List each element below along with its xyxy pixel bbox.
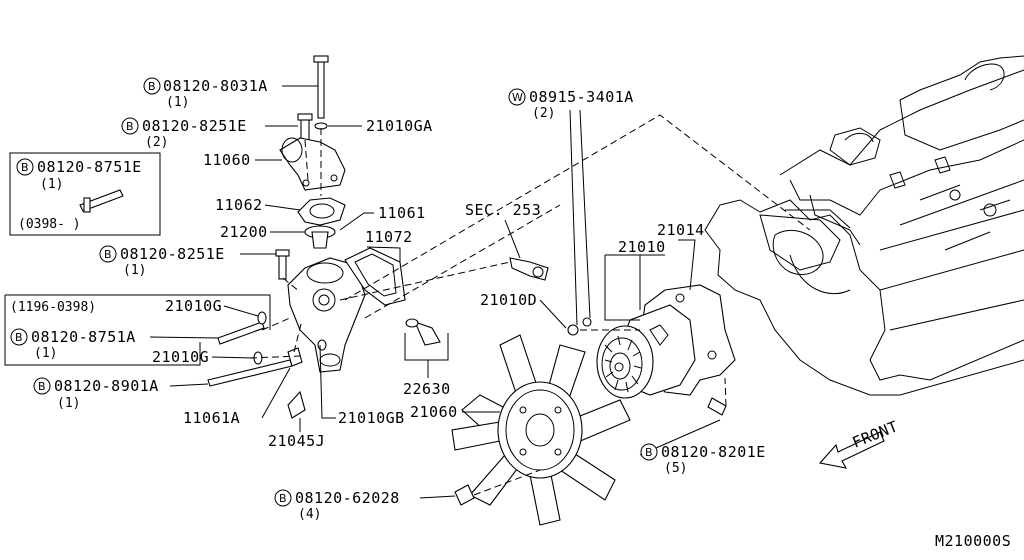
- bolt-symbol-icon: [640, 443, 658, 461]
- qty-08120-8901a: (1): [57, 396, 80, 411]
- bolt-symbol-letter: B: [38, 380, 46, 393]
- qty-08120-8031a: (1): [166, 95, 189, 110]
- label-box1-08120-8751e: 08120-8751E: [37, 158, 142, 176]
- bolt-symbol-icon: [10, 328, 28, 346]
- date-box2: (1196-0398): [10, 300, 96, 315]
- qty-08120-8251e-top: (2): [145, 135, 168, 150]
- engine-block: [704, 55, 1024, 396]
- sensor-parts: [405, 257, 727, 506]
- bolt-symbol-icon: [99, 245, 117, 263]
- bolt-symbol-icon: [33, 377, 51, 395]
- label-11062: 11062: [215, 196, 263, 214]
- label-21060: 21060: [410, 403, 458, 421]
- label-21010g-lower: 21010G: [152, 348, 209, 366]
- qty-08120-8201e: (5): [664, 461, 687, 476]
- label-08120-8251e-mid: 08120-8251E: [120, 245, 225, 263]
- variant-box-2: [4, 294, 271, 366]
- label-21010: 21010: [618, 238, 666, 256]
- label-22630: 22630: [403, 380, 451, 398]
- diagram-code: M210000S: [935, 532, 1011, 550]
- leader-lines: [149, 85, 721, 499]
- label-21010g-upper: 21010G: [165, 297, 222, 315]
- variant-box-1: [9, 152, 161, 236]
- label-08120-62028: 08120-62028: [295, 489, 400, 507]
- label-11060: 11060: [203, 151, 251, 169]
- washer-symbol-icon: [508, 88, 526, 106]
- thermostat-housing-parts: [79, 55, 406, 419]
- qty-08120-62028: (4): [298, 507, 321, 522]
- water-pump: [596, 284, 736, 399]
- label-08120-8251e-top: 08120-8251E: [142, 117, 247, 135]
- prefix-symbols: B B B B B B B W B: [10, 77, 658, 507]
- bolt-symbol-letter: B: [645, 446, 653, 459]
- qty-box1: (1): [40, 177, 63, 192]
- bolt-symbol-letter: B: [21, 161, 29, 174]
- label-08120-8201e: 08120-8201E: [661, 443, 766, 461]
- date-box1: (0398- ): [18, 217, 81, 232]
- label-21014: 21014: [657, 221, 705, 239]
- label-21200: 21200: [220, 223, 268, 241]
- part-labels: 08120-8031A (1) 08120-8251E (2) 21010GA …: [10, 77, 1011, 550]
- label-21045j: 21045J: [268, 432, 325, 450]
- cooling-fan: [451, 334, 631, 526]
- front-arrow: [818, 431, 885, 469]
- bolt-symbol-letter: B: [15, 331, 23, 344]
- bolt-symbol-icon: [143, 77, 161, 95]
- qty-08120-8251e-mid: (1): [123, 263, 146, 278]
- label-11072: 11072: [365, 228, 413, 246]
- label-08915-3401a: 08915-3401A: [529, 88, 634, 106]
- label-21010d: 21010D: [480, 291, 537, 309]
- label-08120-8901a: 08120-8901A: [54, 377, 159, 395]
- bolt-symbol-letter: B: [279, 492, 287, 505]
- assembly-lines: [249, 114, 811, 496]
- washer-symbol-letter: W: [512, 91, 523, 104]
- label-21010gb: 21010GB: [338, 409, 405, 427]
- label-front: FRONT: [850, 417, 901, 452]
- bolt-symbol-letter: B: [104, 248, 112, 261]
- label-08120-8031a: 08120-8031A: [163, 77, 268, 95]
- bolt-symbol-letter: B: [148, 80, 156, 93]
- qty-08915-3401a: (2): [532, 106, 555, 121]
- label-box2-08120-8751a: 08120-8751A: [31, 328, 136, 346]
- bolt-symbol-letter: B: [126, 120, 134, 133]
- bolt-symbol-icon: [274, 489, 292, 507]
- label-11061a: 11061A: [183, 409, 240, 427]
- label-21010ga: 21010GA: [366, 117, 433, 135]
- label-11061: 11061: [378, 204, 426, 222]
- bolt-symbol-icon: [16, 158, 34, 176]
- bolt-symbol-icon: [121, 117, 139, 135]
- label-sec-253: SEC. 253: [465, 201, 541, 219]
- qty-box2: (1): [34, 346, 57, 361]
